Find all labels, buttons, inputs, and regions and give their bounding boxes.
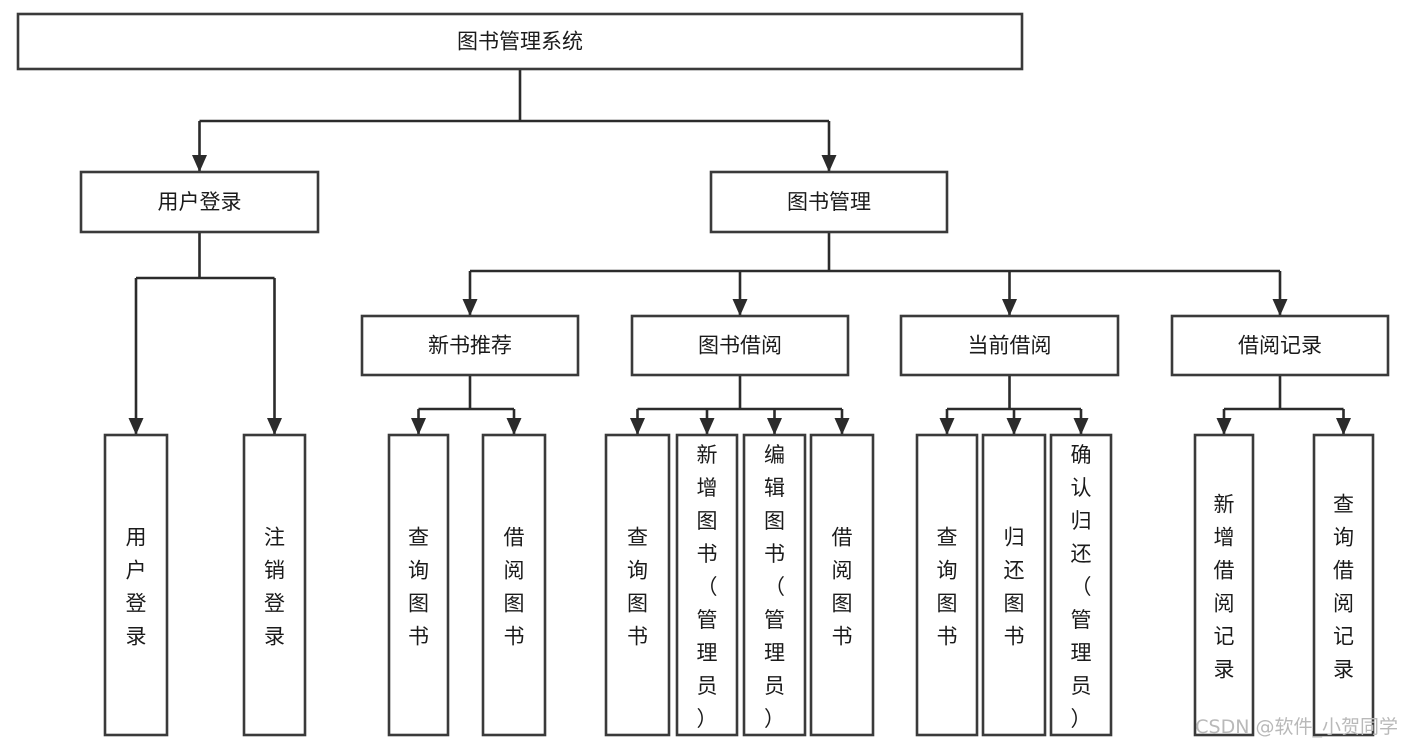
node-label: 查询借阅记录	[1333, 493, 1354, 682]
node-leaf-logout[interactable]: 注销登录	[242, 433, 307, 737]
node-borrow-record[interactable]: 借阅记录	[1170, 314, 1390, 377]
node-current-borrow[interactable]: 当前借阅	[899, 314, 1120, 377]
arrow-head-icon	[267, 418, 282, 435]
node-rect	[387, 433, 450, 737]
node-rect	[899, 314, 1120, 377]
node-leaf-query-borrow-record[interactable]: 查询借阅记录	[1312, 433, 1375, 737]
node-label: 新增图书（管理员）	[697, 443, 718, 731]
node-leaf-borrow-book[interactable]: 借阅图书	[809, 433, 875, 737]
node-label: 用户登录	[126, 526, 147, 649]
node-leaf-return-book[interactable]: 归还图书	[981, 433, 1047, 737]
node-rect	[242, 433, 307, 737]
node-label: 当前借阅	[968, 334, 1052, 358]
node-label: 确认归还（管理员）	[1071, 443, 1092, 731]
node-leaf-query-book-current[interactable]: 查询图书	[915, 433, 979, 737]
node-leaf-add-borrow-record[interactable]: 新增借阅记录	[1193, 433, 1255, 737]
arrow-head-icon	[767, 418, 782, 435]
connectors-layer	[128, 69, 1351, 435]
node-label: 借阅图书	[504, 526, 525, 649]
arrow-head-icon	[1272, 299, 1288, 316]
node-rect	[630, 314, 850, 377]
node-rect	[809, 433, 875, 737]
arrow-head-icon	[834, 418, 850, 435]
node-rect	[16, 12, 1024, 71]
node-label: 借阅记录	[1238, 334, 1322, 358]
node-label: 查询图书	[937, 526, 958, 649]
node-rect	[709, 170, 949, 234]
node-new-book-recommend[interactable]: 新书推荐	[360, 314, 580, 377]
node-label: 图书管理系统	[457, 30, 583, 54]
node-rect	[1193, 433, 1255, 737]
node-rect	[481, 433, 547, 737]
node-leaf-confirm-return[interactable]: 确认归还（管理员）	[1049, 433, 1113, 737]
arrow-head-icon	[1002, 299, 1017, 316]
node-label: 借阅图书	[832, 526, 853, 649]
node-leaf-add-book[interactable]: 新增图书（管理员）	[675, 433, 739, 737]
node-leaf-query-book-recommend[interactable]: 查询图书	[387, 433, 450, 737]
node-rect	[742, 433, 807, 737]
node-label: 新增借阅记录	[1214, 493, 1235, 682]
nodes-layer: 图书管理系统用户登录图书管理新书推荐图书借阅当前借阅借阅记录用户登录注销登录查询…	[16, 12, 1390, 737]
csdn-watermark: CSDN @软件_小贺同学	[1195, 716, 1398, 738]
node-leaf-borrow-book-recommend[interactable]: 借阅图书	[481, 433, 547, 737]
node-label: 查询图书	[408, 526, 429, 649]
arrow-head-icon	[699, 418, 715, 435]
node-rect	[981, 433, 1047, 737]
node-label: 图书管理	[787, 190, 871, 214]
node-leaf-edit-book[interactable]: 编辑图书（管理员）	[742, 433, 807, 737]
node-rect	[103, 433, 169, 737]
node-book-manage[interactable]: 图书管理	[709, 170, 949, 234]
arrow-head-icon	[939, 418, 955, 435]
node-label: 查询图书	[627, 526, 648, 649]
arrow-head-icon	[1006, 418, 1022, 435]
node-user-login[interactable]: 用户登录	[79, 170, 320, 234]
node-rect	[675, 433, 739, 737]
node-label: 注销登录	[264, 526, 285, 649]
arrow-head-icon	[462, 299, 478, 316]
node-rect	[915, 433, 979, 737]
arrow-head-icon	[192, 155, 207, 172]
arrow-head-icon	[506, 418, 522, 435]
arrow-head-icon	[1073, 418, 1089, 435]
arrow-head-icon	[821, 155, 837, 172]
arrow-head-icon	[1216, 418, 1232, 435]
node-rect	[1170, 314, 1390, 377]
node-rect	[1049, 433, 1113, 737]
node-leaf-user-login[interactable]: 用户登录	[103, 433, 169, 737]
arrow-head-icon	[630, 418, 645, 435]
node-rect	[360, 314, 580, 377]
node-label: 归还图书	[1004, 526, 1025, 649]
node-leaf-query-book-borrow[interactable]: 查询图书	[604, 433, 671, 737]
node-root[interactable]: 图书管理系统	[16, 12, 1024, 71]
arrow-head-icon	[128, 418, 144, 435]
node-rect	[1312, 433, 1375, 737]
node-book-borrow[interactable]: 图书借阅	[630, 314, 850, 377]
node-label: 编辑图书（管理员）	[764, 443, 785, 731]
arrow-head-icon	[1336, 418, 1351, 435]
node-label: 图书借阅	[698, 334, 782, 358]
arrow-head-icon	[411, 418, 426, 435]
node-rect	[79, 170, 320, 234]
node-label: 用户登录	[158, 190, 242, 214]
node-rect	[604, 433, 671, 737]
arrow-head-icon	[732, 299, 748, 316]
node-label: 新书推荐	[428, 334, 512, 358]
